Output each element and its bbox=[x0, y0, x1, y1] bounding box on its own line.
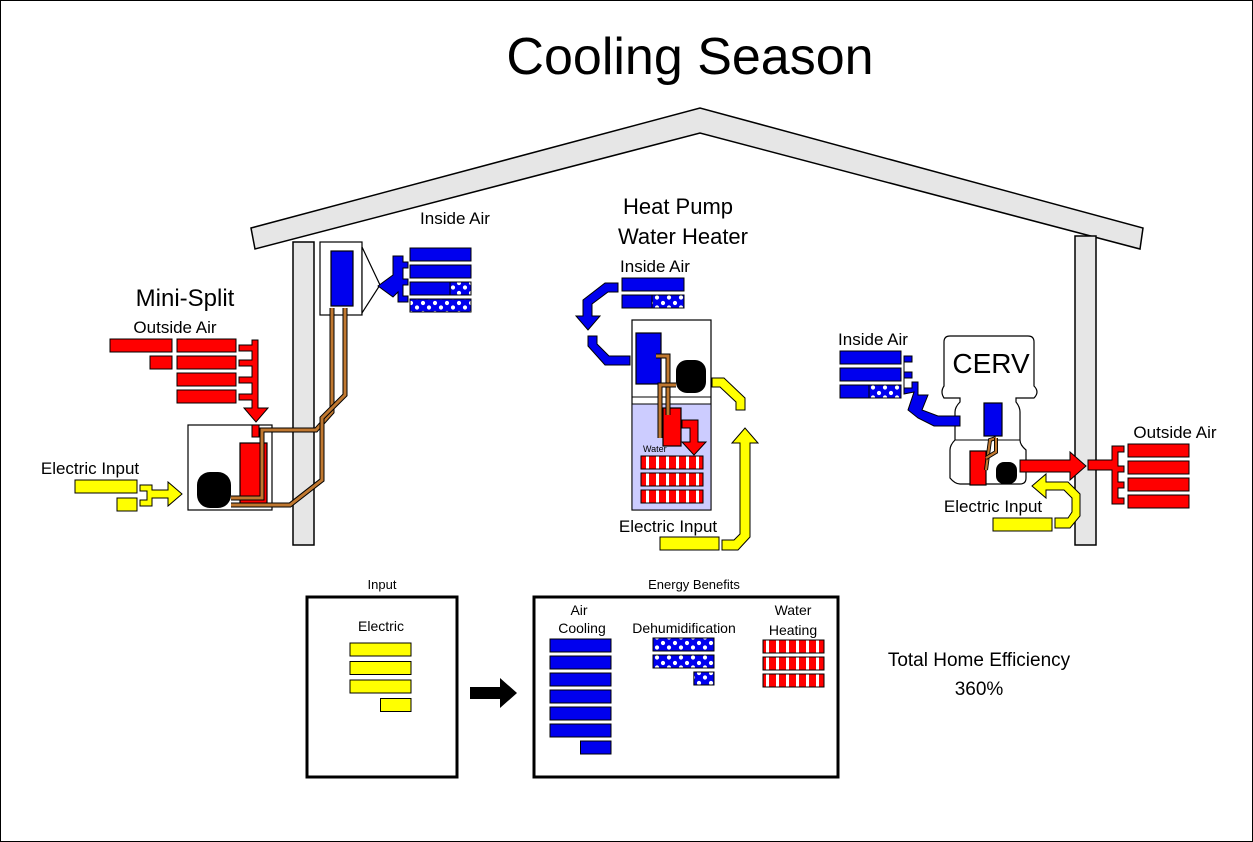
cerv-electric-block bbox=[992, 517, 1053, 532]
hpwh-title-line2: Water Heater bbox=[618, 224, 748, 249]
cerv-title: CERV bbox=[952, 348, 1030, 379]
dehumidification-block-3 bbox=[693, 671, 715, 686]
input-electric-blocks bbox=[349, 642, 412, 712]
water-heating-block-3 bbox=[762, 673, 825, 688]
hpwh-water-heating-blocks bbox=[640, 455, 704, 504]
water-heating-block-2 bbox=[762, 656, 825, 671]
summary-panel: Input Electric Energy Benefits Air Cooli… bbox=[305, 577, 1071, 779]
mini-split-inside-air-blocks bbox=[409, 247, 472, 313]
cerv-inside-air-blocks bbox=[839, 350, 902, 399]
mini-split-electric-blocks bbox=[74, 479, 138, 512]
house-roof bbox=[250, 107, 1144, 250]
hpwh-group: Heat Pump Water Heater Inside Air Electr… bbox=[574, 194, 760, 551]
hpwh-water-label: Water bbox=[643, 444, 667, 454]
air-cooling-block-5 bbox=[549, 706, 612, 721]
hpwh-title-line1: Heat Pump bbox=[623, 194, 733, 219]
air-cooling-blocks bbox=[549, 638, 612, 755]
cerv-outside-air-arrow bbox=[1019, 450, 1087, 482]
air-cooling-label-line1: Air bbox=[570, 602, 587, 618]
cerv-group: Inside Air Outside Air Electric Input CE… bbox=[838, 330, 1217, 532]
hpwh-electric-block bbox=[659, 536, 720, 551]
air-cooling-label-line2: Cooling bbox=[558, 620, 605, 636]
air-cooling-block-7 bbox=[580, 740, 612, 755]
hpwh-electric-input-label: Electric Input bbox=[619, 517, 718, 536]
cerv-outside-air-blocks bbox=[1127, 443, 1190, 509]
cerv-inside-air-arrow bbox=[903, 355, 961, 427]
mini-split-title: Mini-Split bbox=[136, 285, 235, 312]
hpwh-inside-air-blocks bbox=[621, 277, 685, 309]
efficiency-value: 360% bbox=[955, 679, 1004, 700]
dehumidification-block-2 bbox=[652, 654, 715, 669]
water-heating-label-line1: Water bbox=[775, 602, 812, 618]
mini-split-indoor-chevron bbox=[361, 246, 381, 316]
cerv-outside-air-manifold bbox=[1087, 445, 1125, 505]
water-heating-block-1 bbox=[762, 639, 825, 654]
dehumidification-block-1 bbox=[652, 637, 715, 652]
input-electric-label: Electric bbox=[358, 618, 404, 634]
dehumidification-label: Dehumidification bbox=[632, 620, 736, 636]
hpwh-inside-air-label: Inside Air bbox=[620, 257, 690, 276]
mini-split-inside-air-label: Inside Air bbox=[420, 209, 490, 228]
hpwh-compressor bbox=[676, 360, 706, 393]
mini-split-outside-air-blocks bbox=[109, 338, 237, 404]
cerv-compressor bbox=[996, 462, 1017, 484]
benefits-heading: Energy Benefits bbox=[648, 577, 740, 592]
summary-arrow bbox=[470, 678, 517, 708]
cerv-electric-path bbox=[1031, 472, 1081, 529]
air-cooling-block-6 bbox=[549, 723, 612, 738]
hpwh-heat-arrow bbox=[680, 419, 708, 456]
cerv-outside-air-label: Outside Air bbox=[1133, 423, 1216, 442]
house-wall-left bbox=[292, 241, 315, 546]
mini-split-compressor bbox=[197, 472, 231, 508]
hpwh-electric-path bbox=[721, 427, 760, 551]
air-cooling-block-2 bbox=[549, 655, 612, 670]
hpwh-condenser-coil bbox=[662, 407, 682, 447]
mini-split-outside-air-manifold bbox=[238, 339, 270, 423]
cerv-inside-air-label: Inside Air bbox=[838, 330, 908, 349]
hpwh-inside-air-duct bbox=[574, 282, 619, 331]
mini-split-evaporator-coil bbox=[330, 250, 354, 307]
cerv-evaporator-coil bbox=[983, 402, 1003, 437]
mini-split-electric-input-label: Electric Input bbox=[41, 459, 140, 478]
mini-split-outside-air-label: Outside Air bbox=[133, 318, 216, 337]
diagram-title: Cooling Season bbox=[506, 28, 873, 86]
mini-split-group: Mini-Split Inside Air Outside Air Electr… bbox=[41, 209, 490, 512]
dehumidification-blocks bbox=[652, 637, 715, 686]
input-electric-block-1 bbox=[349, 642, 412, 657]
mini-split-electric-arrow bbox=[139, 480, 183, 508]
cerv-electric-input-label: Electric Input bbox=[944, 497, 1043, 516]
air-cooling-block-4 bbox=[549, 689, 612, 704]
cerv-condenser-coil bbox=[969, 450, 987, 486]
mini-split-inside-air-arrow bbox=[377, 255, 409, 303]
air-cooling-block-1 bbox=[549, 638, 612, 653]
water-heating-blocks bbox=[762, 639, 825, 688]
input-electric-block-3 bbox=[349, 679, 412, 694]
efficiency-label: Total Home Efficiency bbox=[888, 650, 1071, 671]
input-heading: Input bbox=[368, 577, 397, 592]
air-cooling-block-3 bbox=[549, 672, 612, 687]
input-electric-block-4 bbox=[380, 698, 412, 712]
input-electric-block-2 bbox=[349, 661, 412, 675]
water-heating-label-line2: Heating bbox=[769, 622, 817, 638]
